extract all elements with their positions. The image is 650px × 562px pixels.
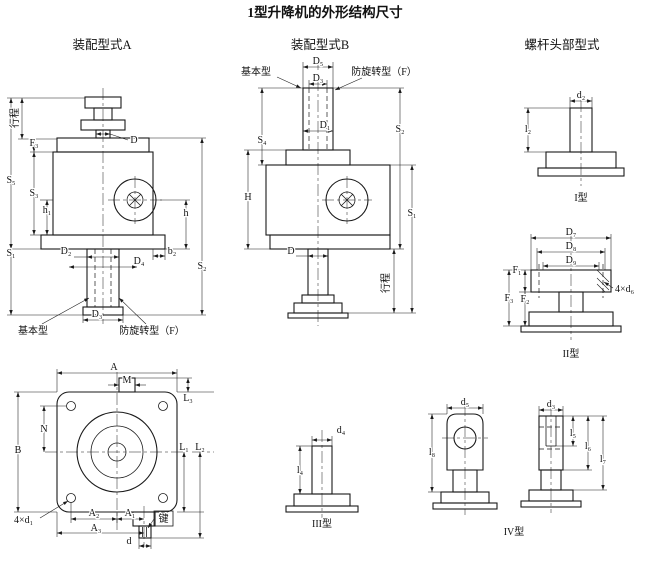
dim-t2-d9: D₉ [566,255,577,266]
dim-t1-l2: l₂ [525,124,531,135]
dim-b-h: H [244,192,251,203]
head-type-3-view: d₄ l₄ III型 [285,424,359,531]
dim-plan-l2: L₂ [195,442,205,453]
dim-b-s4: S₄ [257,135,267,146]
dim-a-travel: 行程 [8,108,21,128]
dim-b-d5: D₅ [313,56,324,67]
heading-head-types: 螺杆头部型式 [524,37,600,52]
head-type-4-view: d₅ l₈ d₃ l₅ l₆ l₇ IV型 [428,396,608,540]
dim-a-h: h [184,208,189,219]
assembly-a-view: 行程 F₃ S₅ S₃ h₁ S₁ D D₂ D₄ b₂ h S₂ D₃ 基本型… [5,88,208,338]
dim-b-s2: S₂ [395,124,404,135]
dim-b-d: D [287,246,294,257]
dim-a-d4: D₄ [134,256,145,267]
page-title: 1型升降机的外形结构尺寸 [247,4,403,20]
label-type-1: I型 [574,191,587,204]
dim-b-d1: D₁ [320,120,331,131]
dim-plan-l1: L₁ [179,442,189,453]
dim-a-s5: S₅ [6,175,15,186]
dim-plan-l3: L₃ [183,393,193,404]
dim-t2-f1: F₁ [512,265,521,276]
plan-view: A M B N L₃ L₁ L₂ A₂ A₁ A₃ d 4×d₁ 键 [13,361,214,549]
dim-t3-l4: l₄ [297,465,304,476]
dim-a-d3: D₃ [92,309,103,320]
dim-t4-l7: l₇ [600,454,606,465]
dim-t4-l6: l₆ [585,441,592,452]
key-label: 键 [159,512,169,525]
dim-a-b2: b₂ [168,246,177,257]
dim-plan-b: B [15,445,22,456]
dim-a-s2: S₂ [197,261,206,272]
label-type-3: III型 [312,517,332,530]
dim-t3-d4: d₄ [337,425,346,436]
dim-plan-a3: A₃ [91,523,102,534]
dim-plan-d: d [127,536,132,547]
heading-assembly-b: 装配型式B [291,38,349,52]
dim-t2-d7: D₇ [566,227,577,238]
dim-plan-n: N [40,424,47,435]
dim-t2-holes: 4×d₆ [615,284,635,295]
note-b-basic: 基本型 [241,65,271,78]
note-a-anti-rotation: 防旋转型（F） [119,324,185,337]
dim-t4-d5: d₅ [461,397,470,408]
dim-t2-d8: D₈ [566,241,577,252]
label-type-2: II型 [563,347,580,360]
dim-t2-f2: F₂ [520,294,529,305]
note-b-anti-rotation: 防旋转型（F） [351,65,417,78]
dim-b-d3: D₃ [313,73,324,84]
dim-t4-d3: d₃ [547,399,556,410]
dim-plan-holes: 4×d₁ [14,515,33,526]
dim-a-h1: h₁ [43,205,52,216]
dim-t1-d2: d₂ [577,90,586,101]
label-type-4: IV型 [504,525,525,538]
dim-a-d2: D₂ [61,246,72,257]
note-a-basic: 基本型 [18,324,48,337]
dim-t4-l5: l₅ [570,428,576,439]
dim-b-s1: S₁ [407,208,416,219]
dim-t4-l8: l₈ [429,447,436,458]
dim-plan-a: A [110,362,118,373]
dim-plan-a1: A₁ [125,508,136,519]
dim-a-s1: S₁ [6,248,15,259]
heading-assembly-a: 装配型式A [72,38,131,52]
head-type-2-view: D₇ D₈ D₉ F₁ F₂ F₃ 4×d₆ II型 [503,226,636,361]
assembly-b-view: D₅ D₃ 基本型 防旋转型（F） D₁ S₄ H S₂ S₁ D 行程 [240,55,418,326]
head-type-1-view: d₂ l₂ I型 [524,89,625,205]
dim-plan-m: M [123,375,132,386]
dim-a-s3: S₃ [29,188,38,199]
dim-a-f3: F₃ [29,138,38,149]
dim-plan-a2: A₂ [89,508,100,519]
dim-b-travel: 行程 [379,273,392,293]
dim-t2-f3: F₃ [504,293,513,304]
dim-a-d: D [130,135,137,146]
